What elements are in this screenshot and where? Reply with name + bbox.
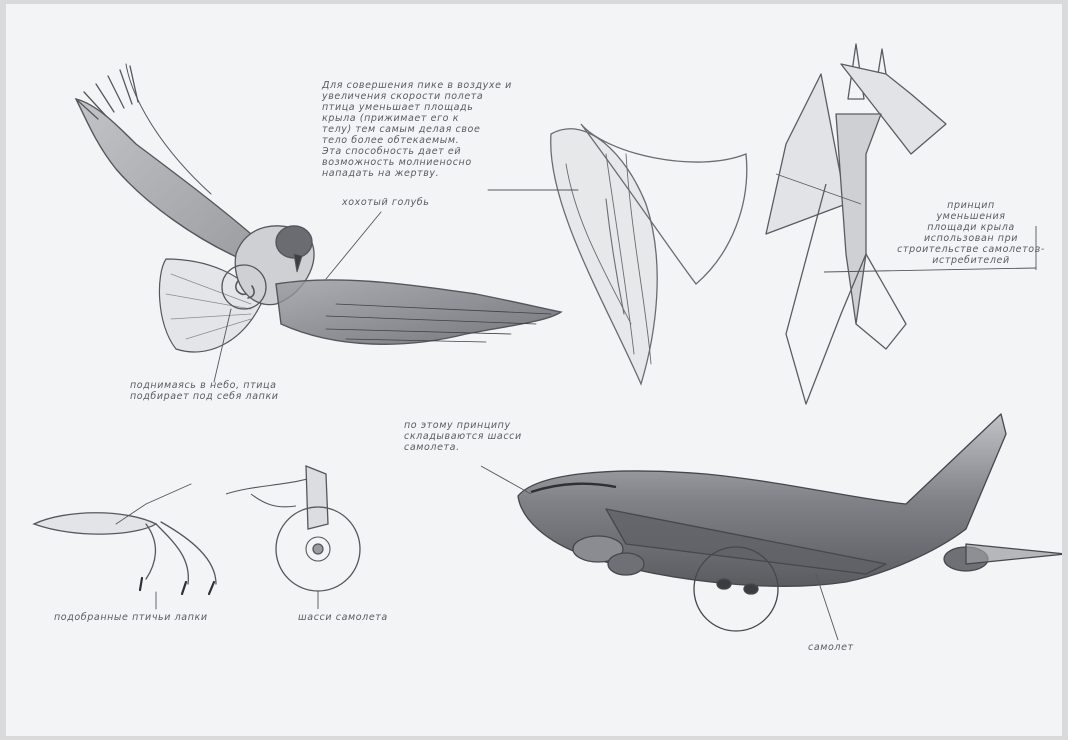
bird-feet-label: подобранные птичьи лапки — [54, 612, 208, 623]
landing-gear-sketch — [226, 466, 360, 609]
paper-sheet: Для совершения пике в воздухе и увеличен… — [6, 4, 1062, 736]
dive-explanation-note: Для совершения пике в воздухе и увеличен… — [322, 80, 562, 179]
airplane-label: самолет — [808, 642, 854, 653]
chassis-label: шасси самолета — [298, 612, 388, 623]
gull-label: хохотый голубь — [342, 197, 429, 208]
airliner-sketch — [481, 414, 1062, 640]
folding-principle-note: по этому принципу складываются шасси сам… — [404, 420, 522, 453]
fighter-jet-note: принцип уменьшения площади крыла использ… — [886, 200, 1056, 266]
bird-feet-sketch — [34, 484, 216, 609]
tucked-legs-note: поднимаясь в небо, птица подбирает под с… — [130, 380, 279, 402]
